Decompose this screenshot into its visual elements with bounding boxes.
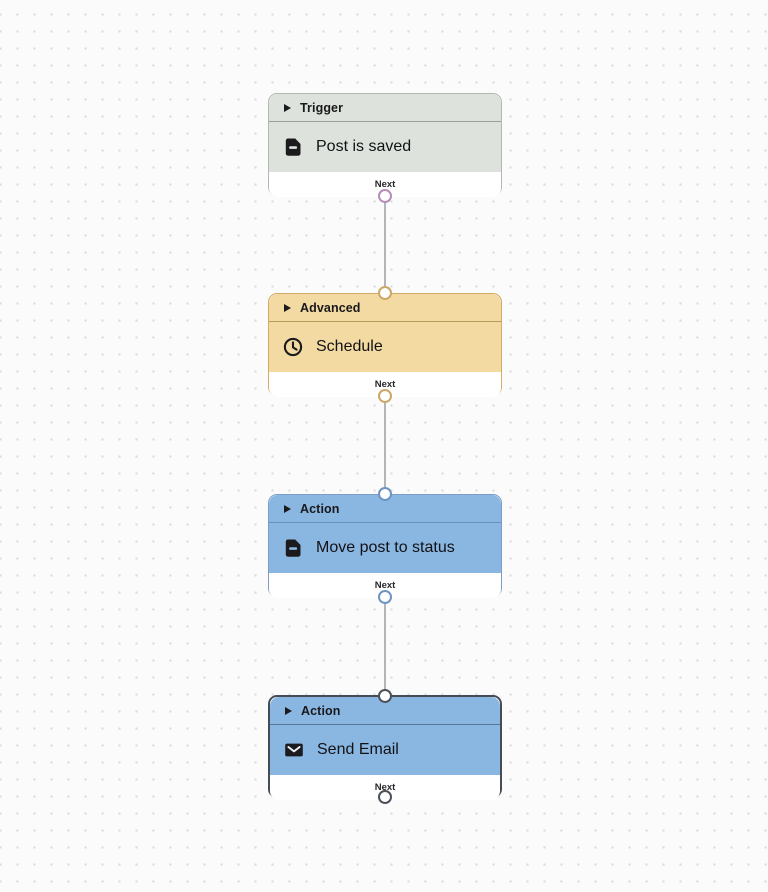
node-trigger-post-is-saved[interactable]: Trigger Post is saved Next bbox=[268, 93, 502, 203]
node-body[interactable]: Move post to status bbox=[269, 523, 501, 573]
node-category-label: Action bbox=[301, 703, 341, 718]
input-port[interactable] bbox=[378, 689, 392, 703]
node-header[interactable]: Trigger bbox=[269, 94, 501, 122]
node-category-label: Advanced bbox=[300, 300, 361, 315]
node-body[interactable]: Schedule bbox=[269, 322, 501, 372]
node-title: Move post to status bbox=[316, 539, 455, 556]
envelope-icon bbox=[285, 743, 303, 757]
output-port[interactable] bbox=[378, 389, 392, 403]
node-action-move-post-to-status[interactable]: Action Move post to status Next bbox=[268, 487, 502, 604]
collapse-triangle-icon bbox=[284, 303, 291, 312]
node-action-send-email[interactable]: Action Send Email Next bbox=[268, 689, 502, 804]
collapse-triangle-icon bbox=[285, 706, 292, 715]
collapse-triangle-icon bbox=[284, 103, 291, 112]
clock-icon bbox=[283, 337, 303, 357]
collapse-triangle-icon bbox=[284, 504, 291, 513]
node-title: Schedule bbox=[316, 338, 383, 355]
input-port[interactable] bbox=[378, 487, 392, 501]
node-title: Post is saved bbox=[316, 138, 412, 155]
output-port[interactable] bbox=[378, 790, 392, 804]
node-category-label: Action bbox=[300, 501, 340, 516]
connection-edge bbox=[383, 396, 386, 494]
document-icon bbox=[285, 539, 301, 557]
node-title: Send Email bbox=[317, 741, 399, 758]
input-port[interactable] bbox=[378, 286, 392, 300]
node-body[interactable]: Post is saved bbox=[269, 122, 501, 172]
node-body[interactable]: Send Email bbox=[270, 725, 500, 775]
document-icon bbox=[285, 138, 301, 156]
output-port[interactable] bbox=[378, 590, 392, 604]
connection-edge bbox=[383, 597, 386, 695]
node-category-label: Trigger bbox=[300, 100, 344, 115]
connection-edge bbox=[383, 196, 386, 293]
output-port[interactable] bbox=[378, 189, 392, 203]
node-advanced-schedule[interactable]: Advanced Schedule Next bbox=[268, 286, 502, 403]
